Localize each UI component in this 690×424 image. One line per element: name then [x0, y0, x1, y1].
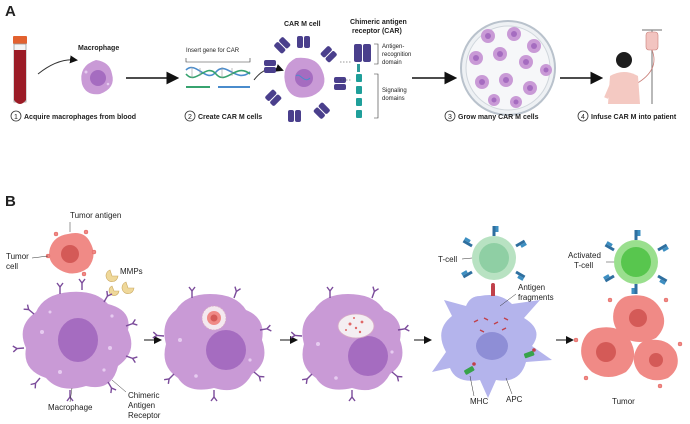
tumor-cluster [573, 295, 683, 389]
mmps-icon [105, 269, 135, 296]
patient-icon [604, 29, 662, 104]
svg-text:Create CAR M cells: Create CAR M cells [198, 114, 262, 121]
activated-label-1: Activated [568, 251, 601, 260]
tumor-cell-label-1: Tumor [6, 252, 29, 261]
step-2: 2 Create CAR M cells [184, 110, 262, 122]
car-title-line2: receptor (CAR) [352, 28, 402, 35]
dna-helix-icon [185, 66, 251, 88]
t-cell [461, 226, 527, 281]
signaling-line1: Signaling [382, 88, 407, 94]
svg-text:Infuse CAR M into patient: Infuse CAR M into patient [591, 114, 677, 121]
panel-b-label: B [5, 193, 16, 210]
tumor-label: Tumor [612, 397, 635, 406]
signaling-line2: domains [382, 96, 405, 102]
mhc-icon [464, 348, 536, 375]
macrophage-cell-a [81, 60, 113, 95]
macrophage-label-b: Macrophage [48, 403, 93, 412]
apc-cell [432, 283, 552, 398]
svg-text:4: 4 [581, 114, 585, 121]
antigen-fragments-label-1: Antigen [518, 283, 545, 292]
car-title-line1: Chimeric antigen [350, 19, 407, 26]
tumor-cell-label-2: cell [6, 262, 18, 271]
macrophage-b3 [290, 285, 411, 402]
antigen-fragments-label-2: fragments [518, 293, 554, 302]
svg-text:Grow many CAR M cells: Grow many CAR M cells [458, 114, 539, 121]
activated-label-2: T-cell [574, 261, 593, 270]
step-4: 4 Infuse CAR M into patient [577, 110, 677, 122]
svg-text:2: 2 [188, 114, 192, 121]
svg-text:3: 3 [448, 114, 452, 121]
car-molecule-icon [340, 44, 371, 118]
tumor-antigen-label: Tumor antigen [70, 211, 121, 220]
blood-tube-icon [13, 36, 27, 104]
t-cell-label: T-cell [438, 255, 457, 264]
svg-text:Acquire macrophages from blood: Acquire macrophages from blood [24, 114, 136, 121]
car-label-line2: Antigen [128, 401, 155, 410]
tumor-cell-b [45, 229, 97, 277]
apc-label: APC [506, 395, 523, 404]
step-3: 3 Grow many CAR M cells [444, 110, 539, 122]
car-m-cell [264, 36, 346, 122]
macrophage-b2 [152, 285, 273, 402]
car-label-line1: Chimeric [128, 391, 160, 400]
macrophage-b1 [12, 278, 139, 402]
antigen-domain-line2: recognition [382, 52, 411, 58]
svg-text:1: 1 [14, 114, 18, 121]
car-label-line3: Receptor [128, 411, 161, 420]
panel-a-label: A [5, 3, 16, 20]
macrophage-title: Macrophage [78, 45, 119, 52]
petri-dish-icon [460, 20, 556, 116]
step-1: 1 Acquire macrophages from blood [10, 110, 136, 122]
insert-gene-label: Insert gene for CAR [186, 48, 240, 54]
antigen-domain-line1: Antigen- [382, 44, 404, 50]
mhc-label: MHC [470, 397, 488, 406]
antigen-domain-line3: domain [382, 60, 402, 66]
arrow-tube-to-macrophage [37, 55, 78, 75]
activated-t-cell [603, 230, 669, 294]
car-m-cell-label: CAR M cell [284, 21, 321, 28]
mmps-label: MMPs [120, 267, 143, 276]
